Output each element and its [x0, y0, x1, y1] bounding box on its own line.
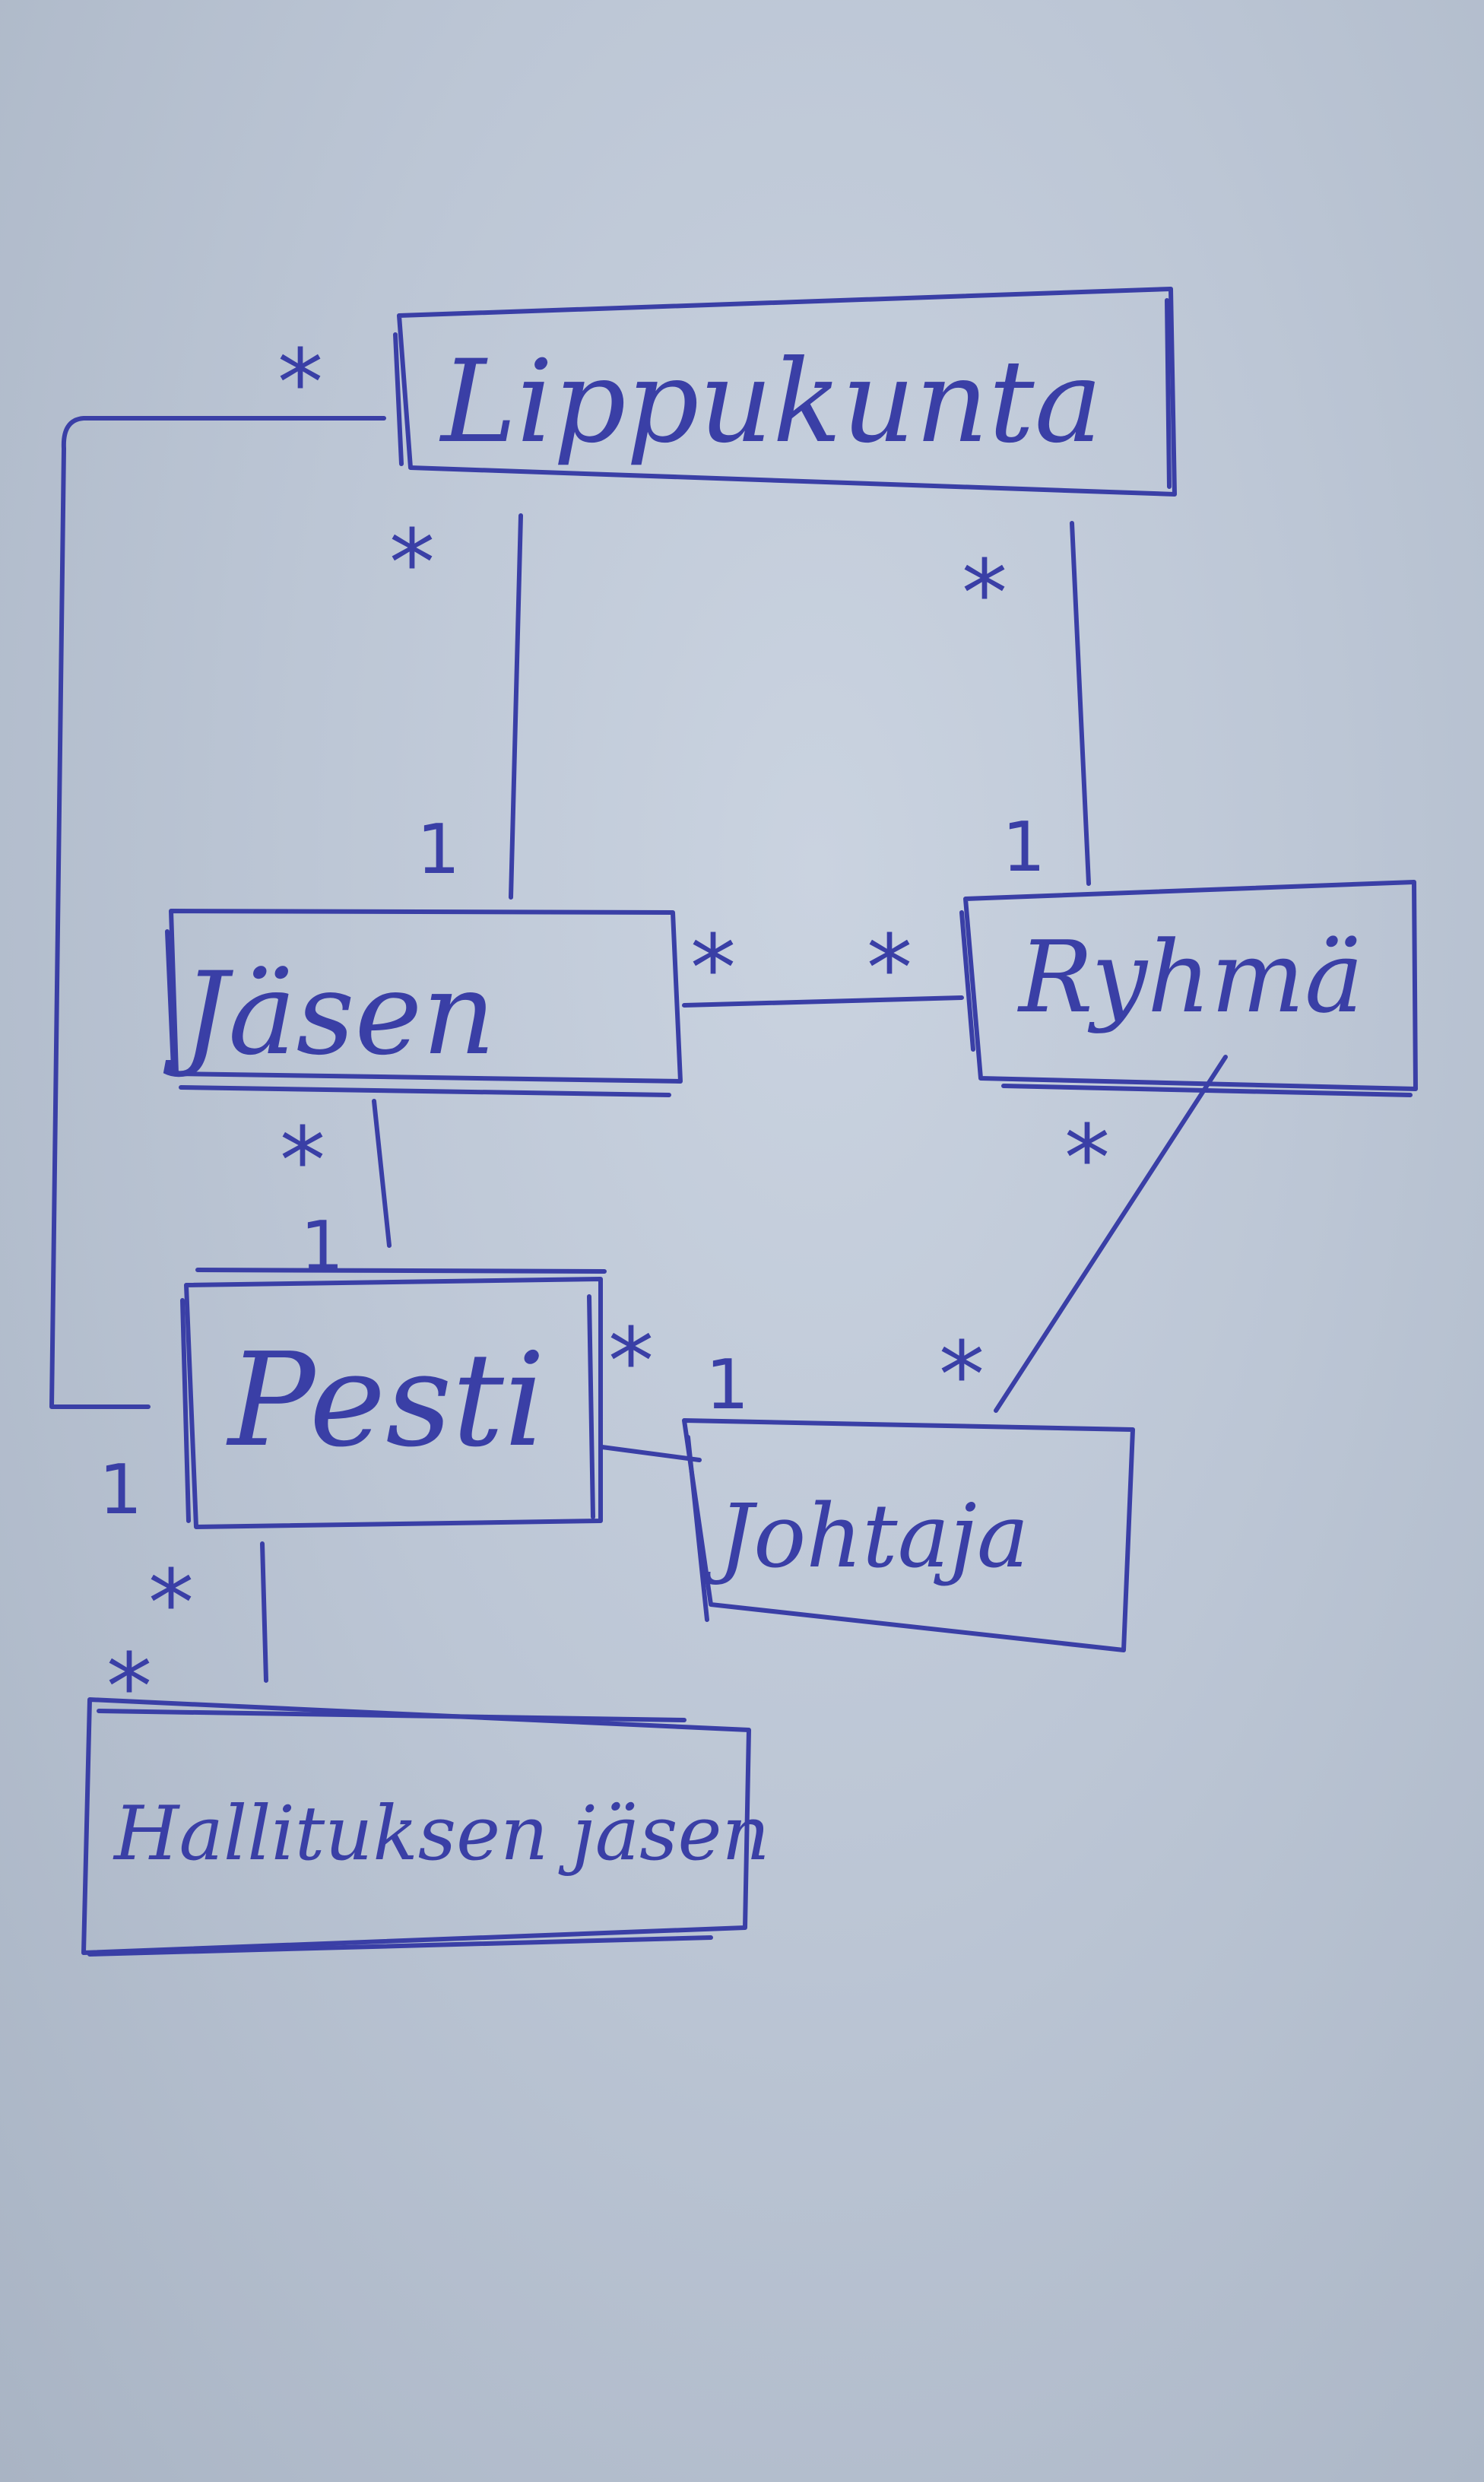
class-label-jasen: Jäsen: [163, 948, 496, 1081]
mult-lippukunta-jasen-lippukunta-end: *: [389, 511, 435, 617]
class-pesti: Pesti: [180, 1268, 607, 1529]
association-jasen-pesti: [372, 1099, 392, 1248]
mult-jasen-pesti-jasen-end: *: [280, 1109, 325, 1214]
mult-jasen-pesti-pesti-end: 1: [300, 1207, 344, 1287]
mult-lippukunta-pesti-pesti-end: 1: [99, 1450, 142, 1530]
mult-lippukunta-jasen-jasen-end: 1: [417, 810, 460, 890]
class-box-johtaja: [682, 1418, 1135, 1652]
class-box-ryhma-overstroke: [959, 910, 1413, 1097]
mult-pesti-hallituksen-jasen-hallitus-end: *: [106, 1635, 152, 1741]
class-johtaja: Johtaja: [682, 1418, 1135, 1652]
class-hallituksen-jasen: Hallituksen jäsen: [81, 1697, 770, 1957]
mult-ryhma-johtaja-johtaja-end: *: [939, 1323, 985, 1429]
class-label-ryhma: Ryhmä: [1017, 919, 1364, 1035]
class-box-jasen-overstroke: [165, 929, 671, 1097]
class-lippukunta: Lippukunta: [393, 287, 1177, 497]
class-label-hallituksen-jasen: Hallituksen jäsen: [113, 1791, 770, 1877]
mult-lippukunta-ryhma-lippukunta-end: *: [962, 541, 1007, 647]
association-jasen-ryhma: [682, 995, 964, 1008]
class-jasen: Jäsen: [163, 909, 683, 1097]
mult-jasen-ryhma-jasen-end: *: [690, 916, 736, 1022]
association-lippukunta-ryhma: [1070, 521, 1091, 886]
class-box-lippukunta: [397, 287, 1177, 497]
mult-pesti-hallituksen-jasen-pesti-end: *: [148, 1551, 194, 1657]
association-lippukunta-pesti: [49, 416, 386, 1409]
mult-lippukunta-pesti-lippukunta-end: *: [277, 331, 323, 436]
association-lippukunta-jasen: [509, 513, 523, 900]
class-label-lippukunta: Lippukunta: [439, 336, 1102, 468]
mult-lippukunta-ryhma-ryhma-end: 1: [1002, 808, 1045, 887]
mult-ryhma-johtaja-ryhma-end: *: [1064, 1106, 1110, 1212]
class-box-pesti-overstroke: [180, 1268, 607, 1523]
class-box-pesti: [184, 1277, 603, 1529]
association-pesti-hallituksen-jasen: [260, 1541, 268, 1683]
class-label-pesti: Pesti: [226, 1325, 545, 1476]
association-ryhma-johtaja: [994, 1055, 1228, 1413]
multiplicity-labels: * 1 * 1 * 1 * * * 1 * 1 * * * *: [99, 331, 1110, 1741]
association-pesti-johtaja: [600, 1445, 702, 1462]
class-ryhma: Ryhmä: [959, 880, 1418, 1097]
class-box-hallituksen-jasen-overstroke: [87, 1709, 713, 1957]
mult-pesti-johtaja-johtaja-end: 1: [706, 1345, 749, 1425]
class-box-jasen: [169, 909, 683, 1084]
class-box-ryhma: [963, 880, 1418, 1091]
class-box-johtaja-overstroke: [686, 1435, 709, 1622]
class-box-lippukunta-overstroke: [393, 298, 1172, 489]
mult-jasen-ryhma-ryhma-end: *: [867, 916, 912, 1022]
mult-pesti-johtaja-pesti-end: *: [608, 1309, 654, 1415]
class-label-johtaja: Johtaja: [703, 1486, 1029, 1588]
